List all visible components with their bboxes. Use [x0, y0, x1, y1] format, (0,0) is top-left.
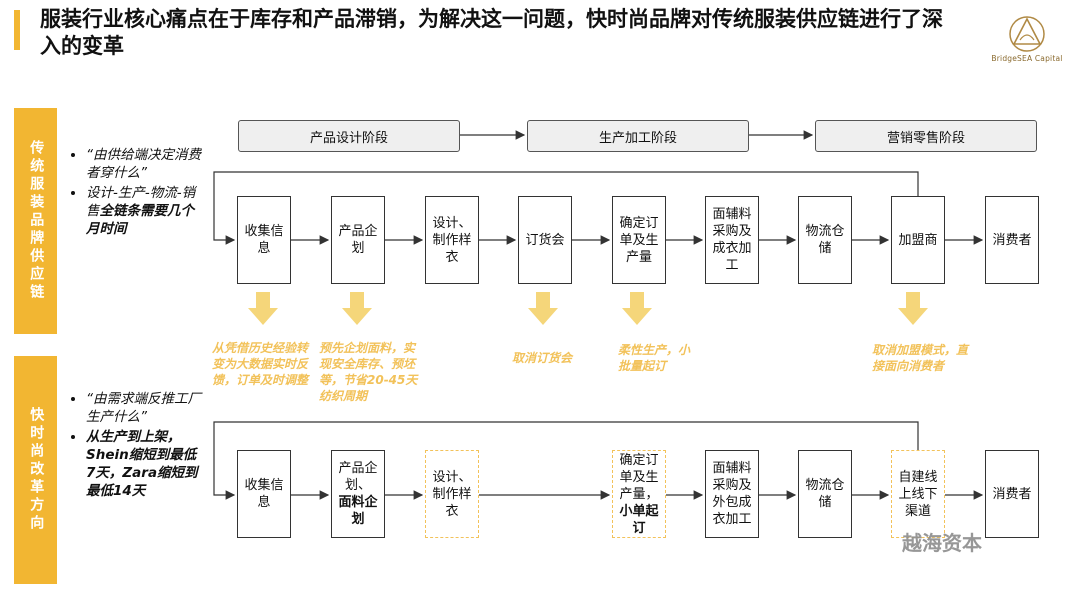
- trad-step-collect-info: 收集信息: [237, 196, 291, 284]
- trad-step-franchisee: 加盟商: [891, 196, 945, 284]
- change-flexible-production: 柔性生产，小批量起订: [618, 343, 691, 373]
- change-big-data: 从凭借历史经验转变为大数据实时反馈，订单及时调整: [212, 341, 309, 387]
- note-item: “由需求端反推工厂生产什么”: [86, 390, 204, 426]
- fast-step-logistics: 物流仓储: [798, 450, 852, 538]
- change-cancel-order-fair: 取消订货会: [512, 351, 573, 365]
- fast-step-collect-info: 收集信息: [237, 450, 291, 538]
- company-logo: BridgeSEA Capital: [985, 10, 1069, 66]
- trad-step-order-fair: 订货会: [518, 196, 572, 284]
- logo-text: BridgeSEA Capital: [991, 54, 1063, 63]
- change-direct-to-consumer: 取消加盟模式，直接面向消费者: [872, 343, 969, 373]
- fast-step-procurement: 面辅料采购及外包成衣加工: [705, 450, 759, 538]
- down-arrow-icon: [342, 292, 372, 325]
- traditional-notes: “由供给端决定消费者穿什么” 设计-生产-物流-销售全链条需要几个月时间: [72, 146, 204, 240]
- trad-step-logistics: 物流仓储: [798, 196, 852, 284]
- triangle-logo-icon: [1009, 16, 1045, 52]
- fast-step-design-sample: 设计、制作样衣: [425, 450, 479, 538]
- traditional-supply-chain-label: 传统服装品牌供应链: [14, 108, 57, 334]
- watermark: 越海资本: [902, 531, 982, 555]
- stage-product-design: 产品设计阶段: [238, 120, 460, 152]
- trad-step-confirm-orders: 确定订单及生产量: [612, 196, 666, 284]
- fast-fashion-notes: “由需求端反推工厂生产什么” 从生产到上架，Shein缩短到最低7天，Zara缩…: [72, 390, 204, 502]
- down-arrow-icon: [528, 292, 558, 325]
- down-arrow-icon: [248, 292, 278, 325]
- trad-step-product-planning: 产品企划: [331, 196, 385, 284]
- change-arrows: [248, 292, 928, 325]
- trad-step-consumer: 消费者: [985, 196, 1039, 284]
- note-item: 从生产到上架，Shein缩短到最低7天，Zara缩短到最低14天: [86, 428, 204, 500]
- fast-fashion-label: 快时尚改革方向: [14, 356, 57, 584]
- stage-retail: 营销零售阶段: [815, 120, 1037, 152]
- fast-step-planning: 产品企划、面料企划: [331, 450, 385, 538]
- trad-step-design-sample: 设计、制作样衣: [425, 196, 479, 284]
- fast-step-confirm-orders: 确定订单及生产量，小单起订: [612, 450, 666, 538]
- down-arrow-icon: [898, 292, 928, 325]
- title-accent-bar: [14, 10, 20, 50]
- change-fabric-planning: 预先企划面料，实现安全库存、预坯等，节省20-45天纺织周期: [319, 341, 418, 403]
- note-item: 设计-生产-物流-销售全链条需要几个月时间: [86, 184, 204, 238]
- note-item: “由供给端决定消费者穿什么”: [86, 146, 204, 182]
- stage-production: 生产加工阶段: [527, 120, 749, 152]
- fast-step-consumer: 消费者: [985, 450, 1039, 538]
- trad-step-procurement: 面辅料采购及成衣加工: [705, 196, 759, 284]
- page-title: 服装行业核心痛点在于库存和产品滞销，为解决这一问题，快时尚品牌对传统服装供应链进…: [40, 7, 943, 58]
- down-arrow-icon: [622, 292, 652, 325]
- fast-step-own-channels: 自建线上线下渠道: [891, 450, 945, 538]
